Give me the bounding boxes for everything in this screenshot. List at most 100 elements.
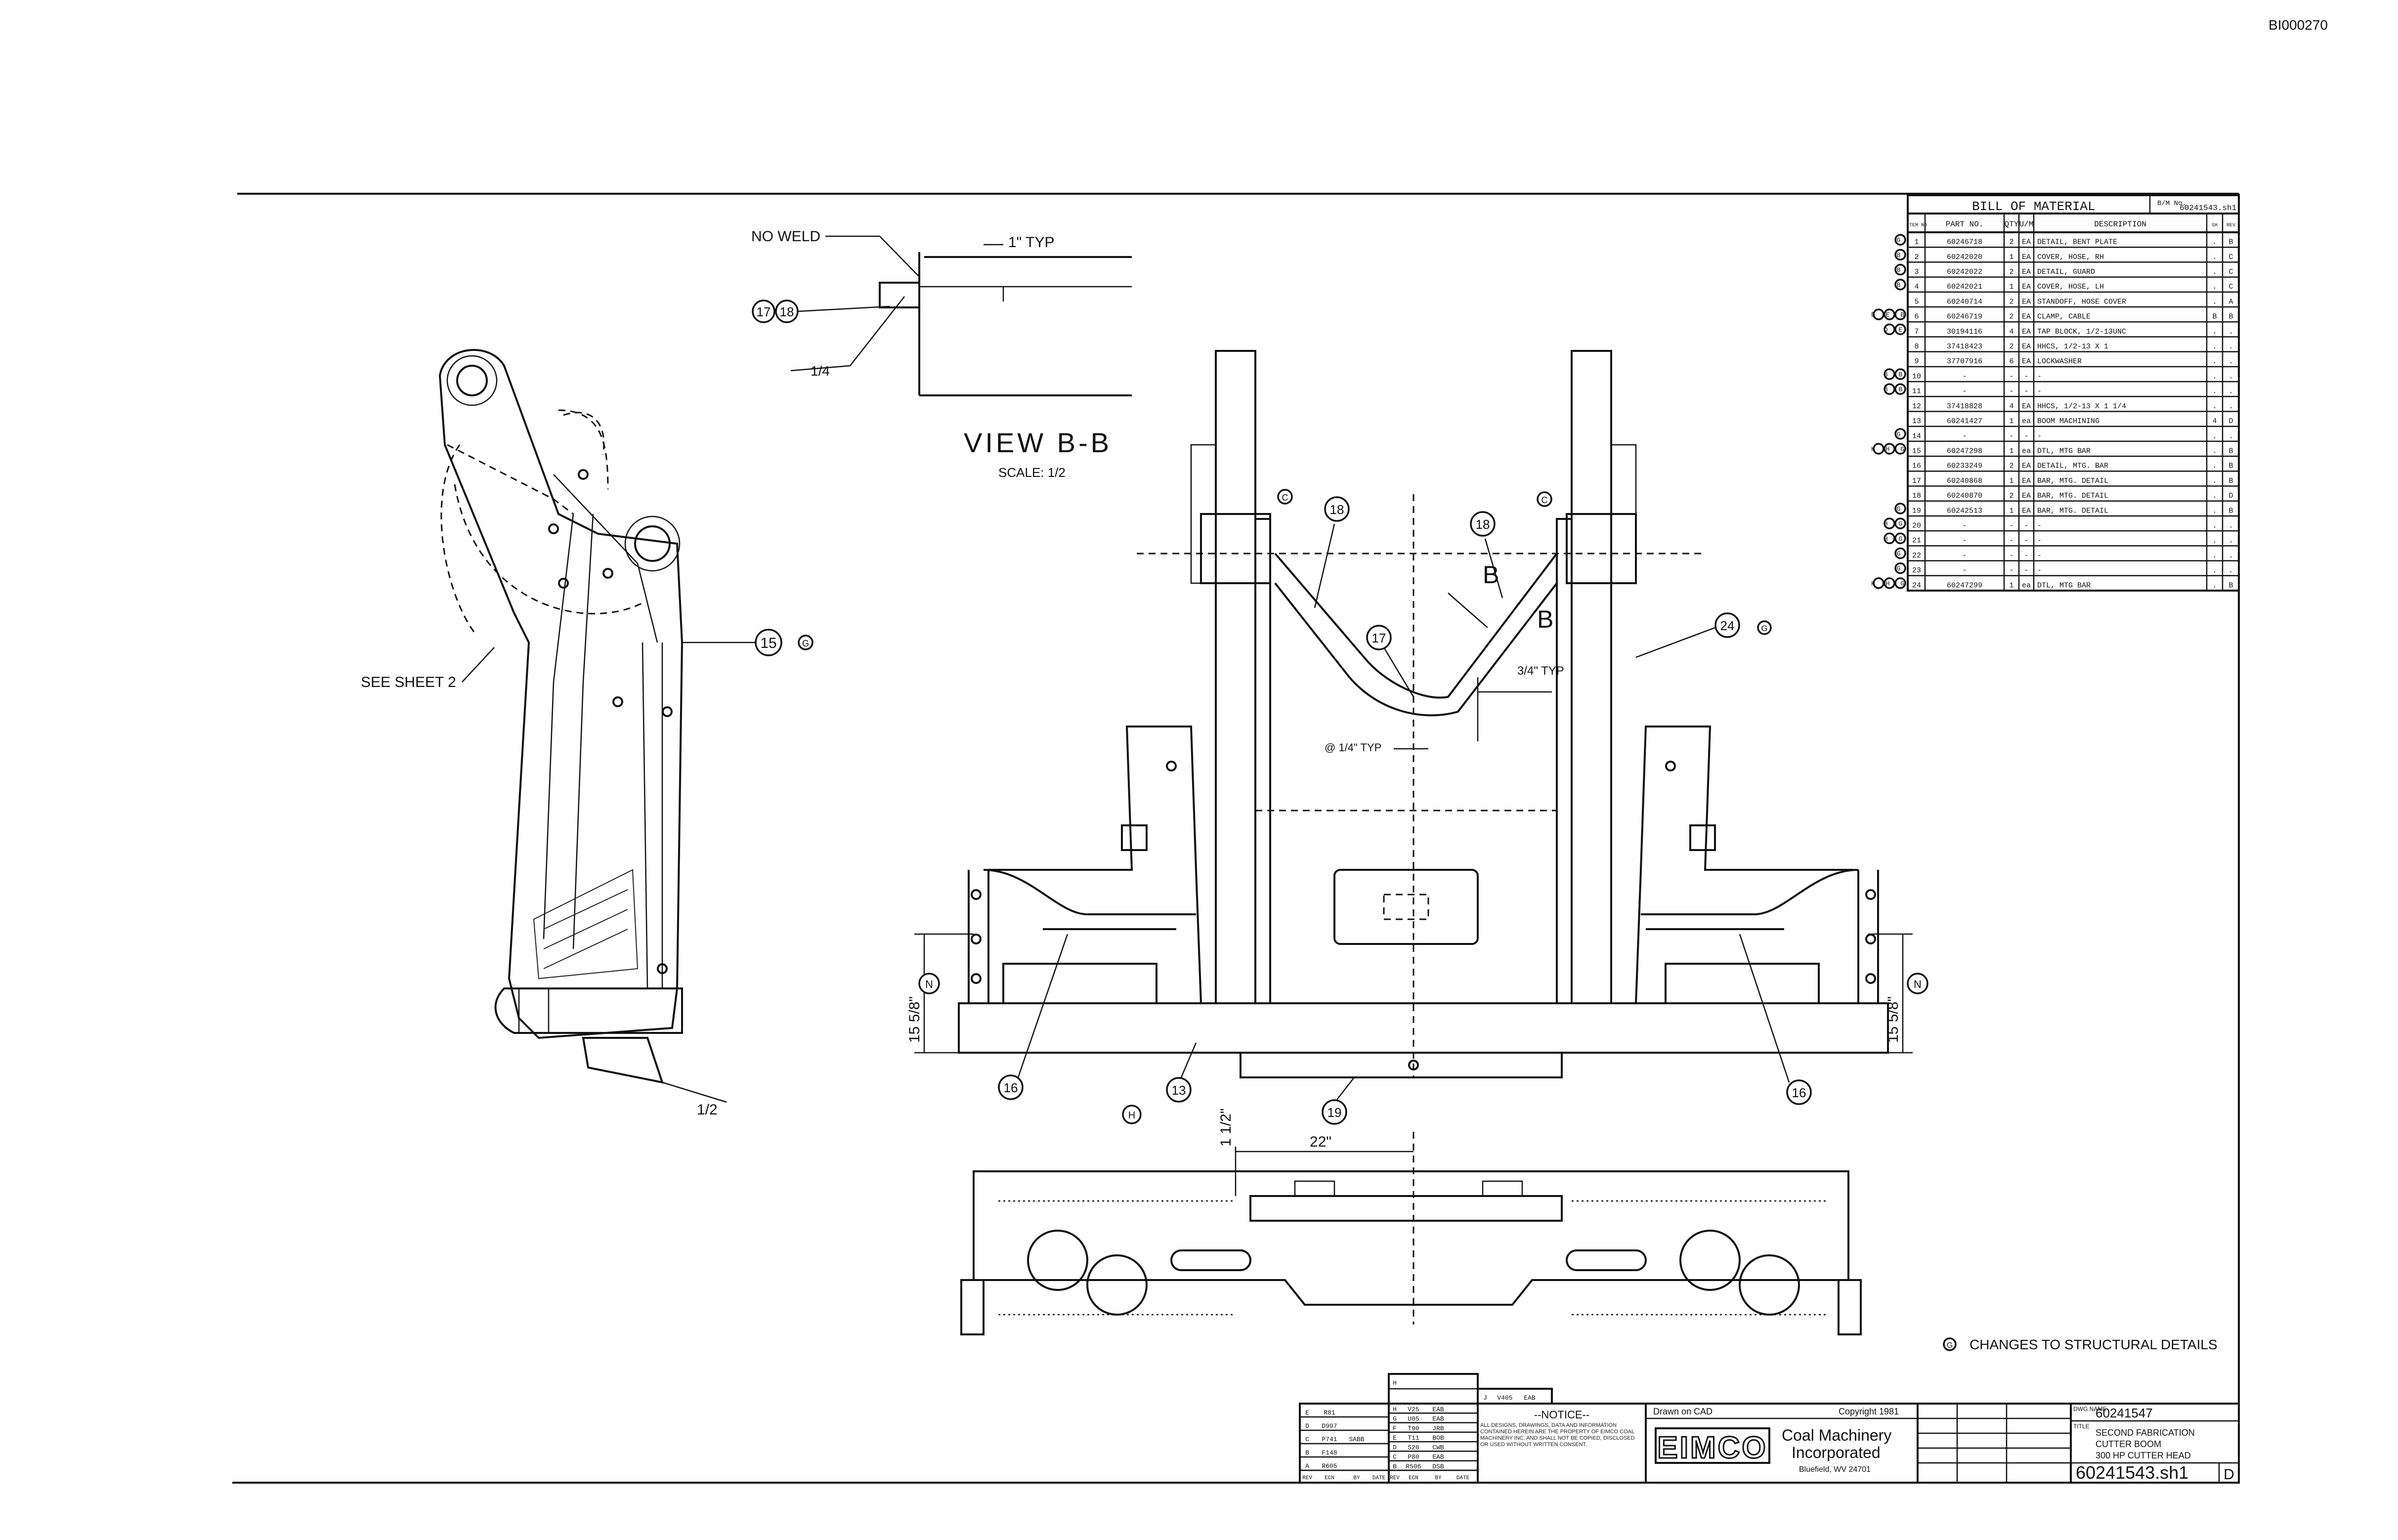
bom-header-cell: REV: [2227, 223, 2235, 228]
weld-detail: NO WELD 1" TYP 17 18 1/4 VIEW B-B SCALE:…: [751, 228, 1132, 480]
bom-description: -: [2037, 537, 2042, 545]
bom-rev: C: [2228, 283, 2233, 291]
revision-marker: [1894, 263, 1906, 276]
bom-part-no: 60233249: [1947, 462, 1982, 471]
balloon-16-left: 16: [998, 934, 1069, 1100]
bom-sheet: .: [2212, 357, 2217, 366]
revision-marker-letters: G: [1897, 505, 1904, 513]
section-b-marker: B: [1483, 561, 1499, 589]
company-line3: Bluefield, WV 24701: [1799, 1465, 1871, 1474]
bom-qty: -: [2009, 566, 2013, 575]
revision-marker: [1894, 323, 1906, 336]
revision-marker: [1894, 234, 1906, 246]
revision-ecn: R506: [1406, 1463, 1421, 1470]
bom-rev: .: [2228, 387, 2233, 396]
bom-um: EA: [2022, 357, 2031, 366]
bom-qty: 1: [2009, 283, 2013, 291]
bom-row: 11----..B B: [1884, 383, 2239, 397]
balloon-13: 13: [1166, 1042, 1197, 1103]
bom-qty: 4: [2009, 328, 2013, 336]
bom-description: STANDOFF, HOSE COVER: [2037, 298, 2126, 306]
revision-marker-letters: D E: [1884, 326, 1906, 334]
bom-qty: 1: [2009, 417, 2013, 426]
bom-sheet: .: [2212, 402, 2217, 411]
bom-title: BILL OF MATERIAL: [1972, 199, 2096, 214]
boom-front-view: B B 3/4" TYP @ 1/4" TYP 15 5/8" 15 5/8" …: [906, 350, 1928, 1125]
bom-qty: -: [2009, 552, 2013, 560]
revision-ecn: F148: [1322, 1449, 1337, 1456]
bom-qty: 2: [2009, 492, 2013, 500]
bom-sheet: .: [2212, 566, 2217, 575]
notice-title: --NOTICE--: [1534, 1409, 1589, 1421]
company-logo: EIMCO: [1657, 1431, 1767, 1465]
svg-text:18: 18: [1330, 502, 1344, 517]
bom-qty: 1: [2009, 477, 2013, 485]
bom-qty: 2: [2009, 238, 2013, 247]
bom-description: -: [2037, 372, 2042, 381]
bom-part-no: 60247298: [1947, 447, 1982, 455]
revision-marker: [1894, 368, 1906, 380]
bom-header-cell: U/M: [2019, 220, 2034, 229]
bom-description: BOOM MACHINING: [2037, 417, 2099, 426]
bom-um: ea: [2022, 581, 2031, 590]
revision-letter: E: [1393, 1434, 1397, 1442]
bom-rev: B: [2228, 447, 2233, 455]
bom-rev: .: [2228, 552, 2233, 560]
svg-text:15: 15: [760, 635, 776, 651]
bom-item-no: 22: [1912, 552, 1921, 560]
company-line1: Coal Machinery: [1782, 1426, 1891, 1444]
revision-marker-letters: G: [1897, 550, 1904, 557]
bom-sheet: .: [2212, 298, 2217, 306]
revision-marker: [1884, 443, 1895, 455]
revision-marker: [1894, 562, 1906, 574]
bom-rev: .: [2228, 328, 2233, 336]
bom-description: CLAMP, CABLE: [2037, 313, 2091, 321]
revision-marker: [1894, 308, 1906, 320]
bom-um: EA: [2022, 253, 2031, 261]
svg-text:17: 17: [1372, 631, 1386, 645]
revision-letter: D: [1305, 1422, 1309, 1430]
svg-text:16: 16: [1004, 1080, 1018, 1095]
svg-text:G: G: [1761, 624, 1767, 633]
bom-sheet: .: [2212, 552, 2217, 560]
dwg-number: 60241547: [2096, 1406, 2153, 1420]
revision-marker-letters: H H G: [1871, 580, 1908, 587]
revision-marker: [1894, 517, 1906, 529]
bom-part-no: 30194116: [1947, 328, 1982, 336]
svg-text:24: 24: [1720, 618, 1735, 633]
bom-description: DETAIL, BENT PLATE: [2037, 238, 2117, 247]
revision-column-header: REV: [1302, 1475, 1312, 1481]
bom-qty: 2: [2009, 342, 2013, 351]
svg-text:B/M No.: B/M No.: [2157, 200, 2186, 208]
bom-qty: 2: [2009, 298, 2013, 306]
bom-description: DETAIL, MTG. BAR: [2037, 462, 2108, 471]
bom-part-no: -: [1962, 432, 1967, 440]
bom-part-no: 60242022: [1947, 268, 1982, 276]
bom-sheet: .: [2212, 253, 2217, 261]
revision-ecn: V25: [1408, 1406, 1419, 1413]
balloon-rev-n-left: N: [918, 973, 940, 994]
revision-ecn: S20: [1408, 1444, 1419, 1451]
bom-rev: .: [2228, 566, 2233, 575]
revision-marker-letters: G: [1897, 237, 1904, 244]
bom-description: LOCKWASHER: [2037, 357, 2082, 366]
revision-marker: [1884, 383, 1895, 395]
bom-item-no: 19: [1912, 507, 1921, 515]
bom-rev: .: [2228, 537, 2233, 545]
bom-rev: C: [2228, 268, 2233, 276]
bom-item-no: 21: [1912, 537, 1921, 545]
bom-um: EA: [2022, 238, 2031, 247]
bom-item-no: 6: [1914, 313, 1919, 321]
revision-marker-letters: D E B: [1871, 311, 1908, 319]
bom-sheet: .: [2212, 492, 2217, 500]
